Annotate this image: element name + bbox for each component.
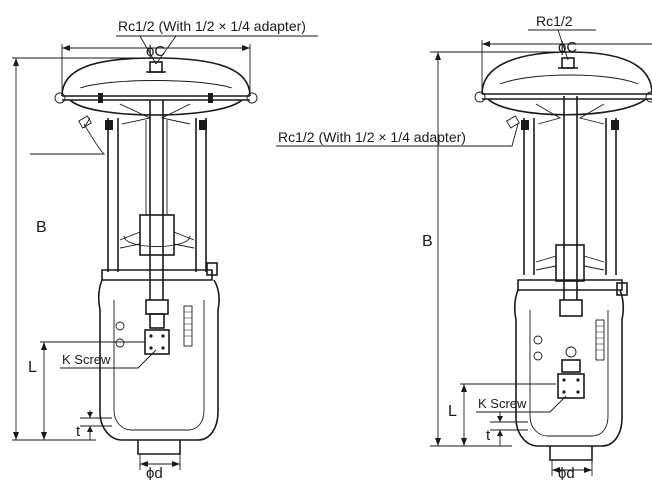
left-dim-d-label: ϕd bbox=[146, 465, 163, 480]
left-dim-c-label: ϕC bbox=[146, 43, 165, 60]
right-dim-l-label: L bbox=[448, 403, 457, 420]
right-k-screw-label: K Screw bbox=[478, 396, 527, 411]
right-dim-d-label: ϕd bbox=[558, 465, 575, 480]
left-port-label: Rc1/2 (With 1/2 × 1/4 adapter) bbox=[118, 18, 306, 34]
left-dim-b-label: B bbox=[36, 219, 47, 236]
left-dim-l-label: L bbox=[28, 359, 37, 376]
left-dim-t-label: t bbox=[76, 423, 81, 440]
right-port-top-label: Rc1/2 bbox=[536, 13, 573, 29]
left-k-screw-label: K Screw bbox=[62, 352, 111, 367]
left-valve bbox=[12, 35, 318, 470]
right-dim-t-label: t bbox=[486, 427, 491, 444]
right-dim-b-label: B bbox=[422, 233, 433, 250]
right-port-side-label: Rc1/2 (With 1/2 × 1/4 adapter) bbox=[278, 129, 466, 145]
right-valve bbox=[276, 29, 652, 476]
right-dim-c-label: ϕC bbox=[558, 39, 577, 56]
